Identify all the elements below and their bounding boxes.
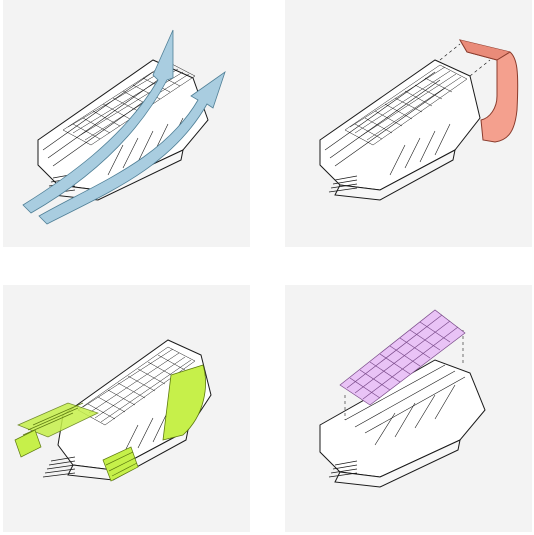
circulation-diagram (3, 0, 250, 247)
roof-diagram (285, 285, 532, 532)
panel-roof (285, 285, 532, 532)
building-massing (320, 44, 490, 200)
facade-diagram (3, 285, 250, 532)
panel-facade (3, 285, 250, 532)
panel-enclosure (285, 0, 532, 247)
panel-circulation (3, 0, 250, 247)
enclosure-diagram (285, 0, 532, 247)
